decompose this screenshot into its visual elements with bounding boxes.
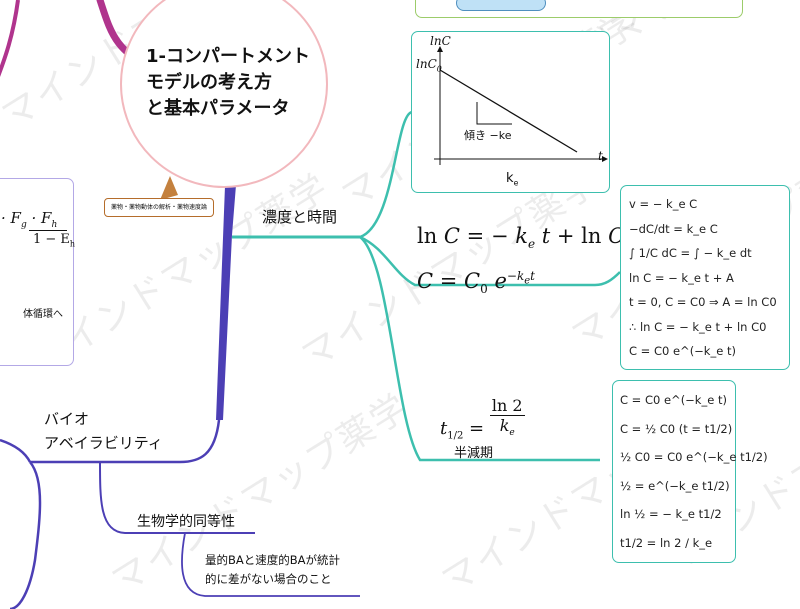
top-green-box bbox=[415, 0, 743, 18]
main-equation: ln C = − ke t + ln C0 C = C0 e−ket bbox=[417, 220, 632, 305]
branch-bioavailability[interactable]: バイオ アベイラビリティ bbox=[44, 407, 163, 455]
derivation-1-line-5: t = 0, C = C0 ⇒ A = ln C0 bbox=[629, 295, 777, 309]
half-life-label: 半減期 bbox=[454, 446, 494, 461]
derivation-2-line-6: t1/2 = ln 2 / k_e bbox=[620, 535, 713, 550]
teal-branch-halflife bbox=[359, 236, 600, 462]
left-formula-box: · Fg · Fh 1 − Eh 体循環へ bbox=[0, 178, 76, 366]
purple-branch-bio bbox=[30, 419, 221, 464]
derivation-box-2: C = C0 e^(−k_e t) C = ½ C0 (t = t1/2) ½ C0… bbox=[612, 380, 768, 563]
branch-bioequivalence[interactable]: 生物学的同等性 bbox=[137, 514, 235, 530]
derivation-2-line-5: ln ½ = − k_e t1/2 bbox=[620, 507, 722, 521]
derivation-2-line-2: C = ½ C0 (t = t1/2) bbox=[620, 421, 733, 436]
purple-branch-left bbox=[0, 438, 32, 463]
small-note-text: 薬物・薬物動体の解析・薬物速度論 bbox=[110, 204, 207, 211]
note-pointer bbox=[160, 176, 178, 200]
arrow-label: 体循環へ bbox=[23, 309, 63, 320]
magenta-branch-2 bbox=[0, 0, 20, 78]
small-note[interactable]: 薬物・薬物動体の解析・薬物速度論 bbox=[104, 198, 214, 217]
derivation-1-line-4: ln C = − k_e t + A bbox=[629, 270, 734, 285]
graph-y-label: lnC bbox=[430, 34, 451, 48]
purple-branch-note bbox=[181, 532, 360, 597]
derivation-2-lines: C = C0 e^(−k_e t) C = ½ C0 (t = t1/2) ½ C0… bbox=[620, 386, 768, 557]
derivation-1-line-2: −dC/dt = k_e C bbox=[629, 221, 718, 236]
graph-box: lnC lnC0 傾き −ke t ke bbox=[411, 31, 610, 193]
lnC-graph bbox=[434, 46, 608, 165]
bioequiv-note: 量的BAと速度的BAが統計 的に差がない場合のこと bbox=[205, 553, 341, 586]
central-title-line1: 1-コンパートメント bbox=[146, 46, 310, 67]
derivation-2-line-3: ½ C0 = C0 e^(−k_e t1/2) bbox=[620, 450, 768, 464]
left-formula-denominator: 1 − Eh bbox=[33, 232, 76, 249]
derivation-1-line-1: v = − k_e C bbox=[629, 197, 698, 211]
graph-caption: ke bbox=[506, 171, 519, 188]
teal-branch-graph bbox=[359, 110, 413, 239]
main-eq-line2: C = C0 e−ket bbox=[417, 269, 535, 297]
purple-branch-bioequiv bbox=[99, 461, 255, 534]
derivation-box-1: v = − k_e C −dC/dt = k_e C ∫ 1/C dC = ∫ − … bbox=[620, 185, 790, 370]
derivation-1-line-7: C = C0 e^(−k_e t) bbox=[629, 344, 736, 358]
graph-slope-label: 傾き −ke bbox=[464, 129, 512, 142]
purple-branch-down bbox=[9, 461, 42, 609]
half-life-equation: t1/2 = ln 2 ke bbox=[440, 396, 525, 442]
graph-y0-label: lnC0 bbox=[416, 57, 442, 74]
bio-line1: バイオ bbox=[44, 410, 90, 428]
central-title-line2: モデルの考え方 bbox=[146, 72, 272, 93]
blue-oval bbox=[456, 0, 546, 11]
graph-t-label: t bbox=[598, 149, 603, 163]
left-formula: · Fg · Fh bbox=[1, 209, 58, 230]
main-eq-line1: ln C = − ke t + ln C0 bbox=[417, 224, 632, 252]
derivation-2-line-4: ½ = e^(−k_e t1/2) bbox=[620, 478, 730, 493]
central-node[interactable]: 1-コンパートメント モデルの考え方 と基本パラメータ bbox=[120, 0, 328, 188]
teal-branch-eq bbox=[359, 235, 621, 287]
bio-line2: アベイラビリティ bbox=[44, 434, 163, 452]
derivation-1-line-3: ∫ 1/C dC = ∫ − k_e dt bbox=[629, 246, 752, 260]
branch-conc-time[interactable]: 濃度と時間 bbox=[262, 208, 338, 226]
derivation-1-line-6: ∴ ln C = − k_e t + ln C0 bbox=[629, 319, 767, 334]
central-title-line3: と基本パラメータ bbox=[146, 98, 290, 119]
derivation-1-lines: v = − k_e C −dC/dt = k_e C ∫ 1/C dC = ∫ − … bbox=[629, 192, 777, 364]
derivation-2-line-1: C = C0 e^(−k_e t) bbox=[620, 393, 727, 407]
purple-trunk bbox=[216, 160, 238, 420]
